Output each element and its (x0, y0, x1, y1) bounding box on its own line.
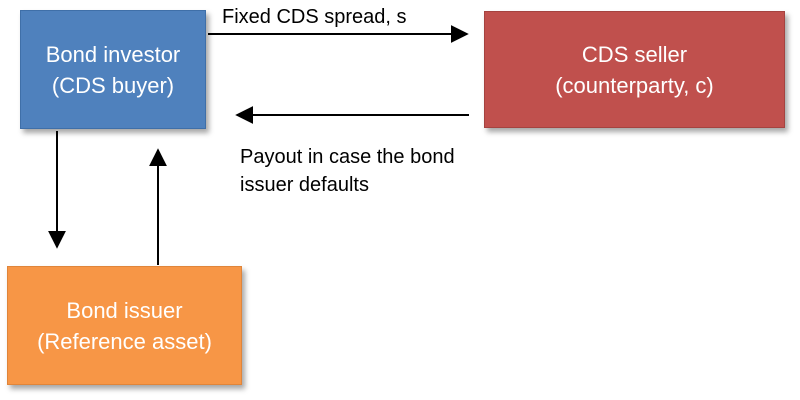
payout-label-line2: issuer defaults (240, 174, 369, 196)
cds-seller-subtitle: (counterparty, c) (555, 72, 714, 98)
cds-seller-node: CDS seller (counterparty, c) (484, 11, 785, 128)
bond-investor-subtitle: (CDS buyer) (51, 72, 175, 98)
payout-label: Payout in case the bond issuer defaults (240, 143, 455, 199)
cds-seller-title: CDS seller (581, 41, 688, 67)
spread-label: Fixed CDS spread, s (222, 6, 407, 28)
payout-label-line1: Payout in case the bond (240, 146, 455, 168)
bond-investor-title: Bond investor (45, 41, 181, 67)
bond-issuer-node: Bond issuer (Reference asset) (7, 266, 242, 385)
bond-issuer-subtitle: (Reference asset) (37, 328, 212, 354)
bond-issuer-title: Bond issuer (66, 297, 183, 323)
bond-investor-node: Bond investor (CDS buyer) (20, 10, 206, 129)
